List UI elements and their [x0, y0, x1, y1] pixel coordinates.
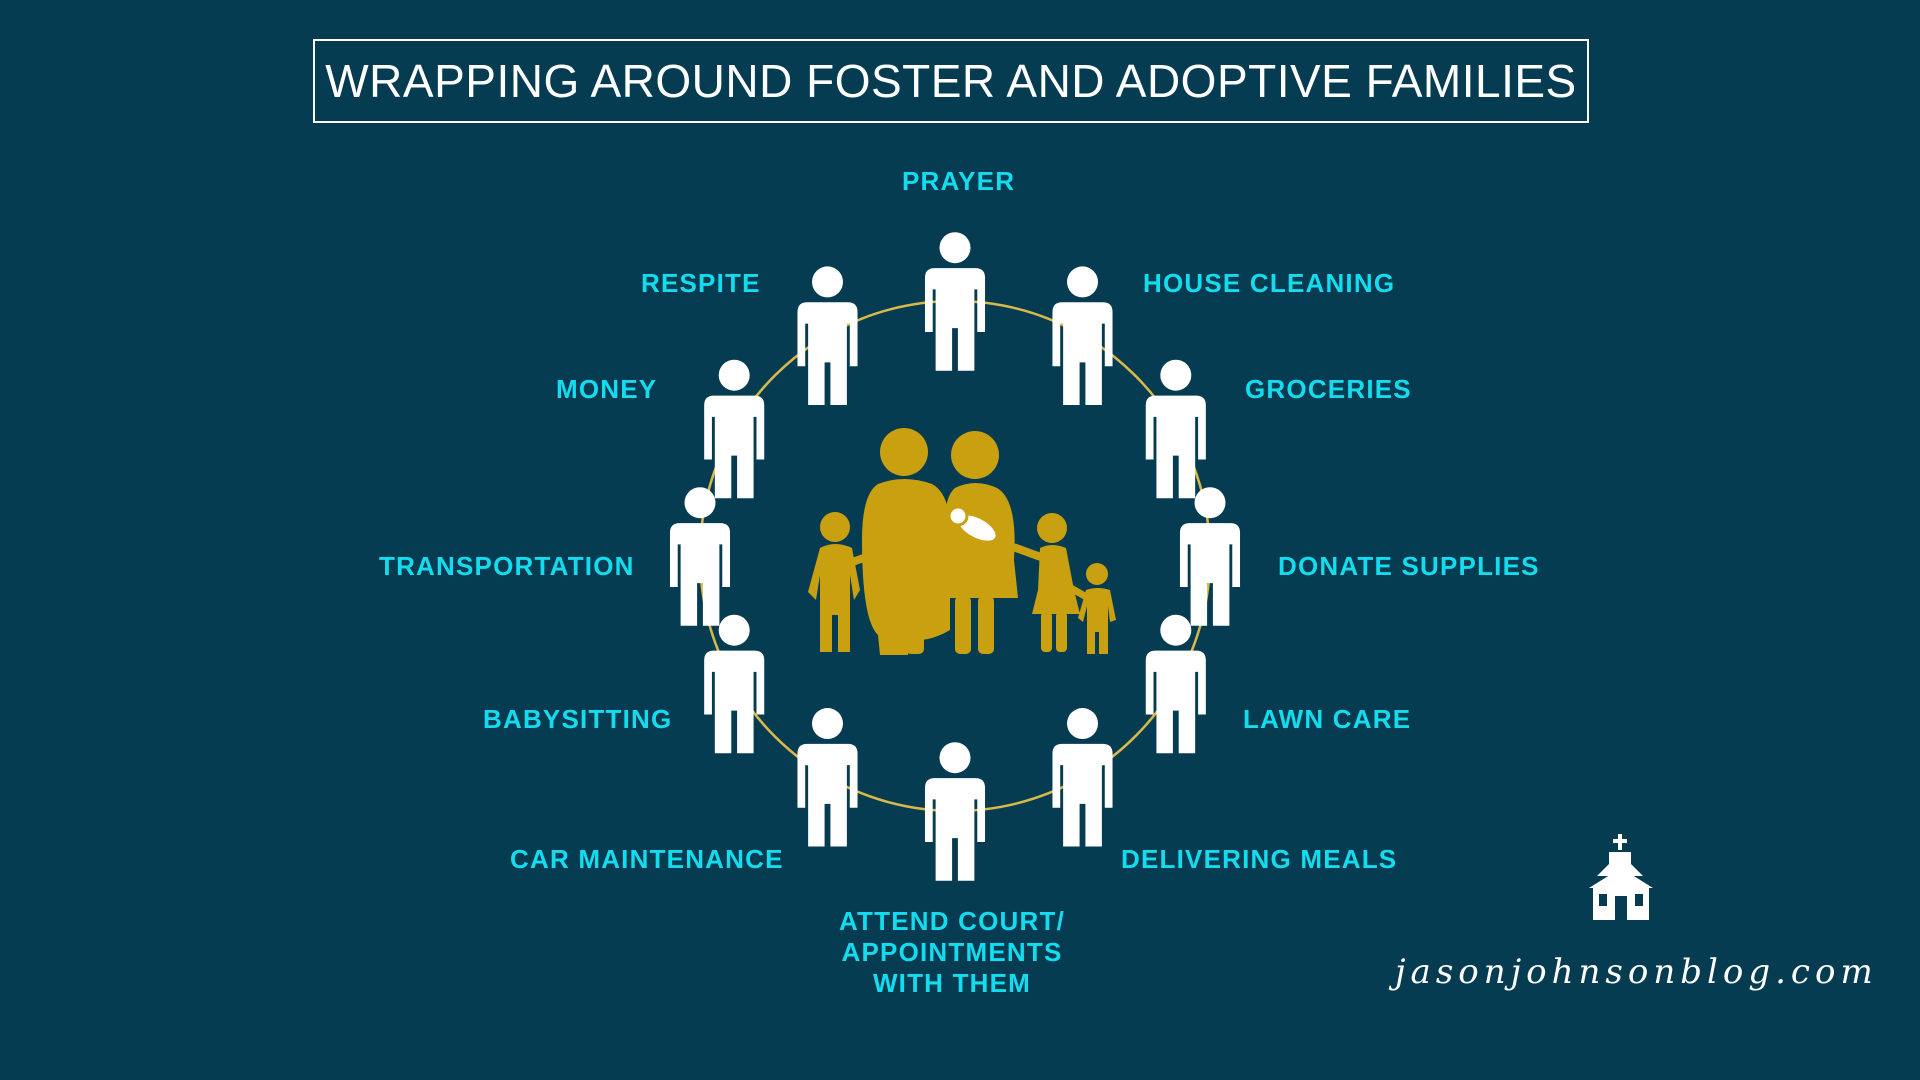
title-box: WRAPPING AROUND FOSTER AND ADOPTIVE FAMI… [313, 39, 1589, 123]
page-title: WRAPPING AROUND FOSTER AND ADOPTIVE FAMI… [325, 55, 1577, 107]
label-donate-supplies: DONATE SUPPLIES [1278, 551, 1540, 581]
label-attend-court: ATTEND COURT/ APPOINTMENTS WITH THEM [812, 906, 1092, 999]
label-prayer: PRAYER [902, 166, 1016, 196]
label-respite: RESPITE [641, 268, 761, 298]
person-icon [797, 266, 858, 405]
person-icon [1179, 487, 1241, 626]
person-icon [1052, 708, 1113, 847]
person-icon [797, 708, 858, 847]
person-icon [924, 742, 986, 881]
label-attend-court-line1: ATTEND COURT/ [839, 906, 1065, 936]
label-house-cleaning: HOUSE CLEANING [1143, 268, 1396, 298]
label-attend-court-line3: WITH THEM [872, 968, 1032, 998]
label-transportation: TRANSPORTATION [379, 551, 635, 581]
label-lawn-care: LAWN CARE [1243, 704, 1412, 734]
label-money: MONEY [556, 374, 658, 404]
label-attend-court-line2: APPOINTMENTS [841, 937, 1063, 967]
label-babysitting: BABYSITTING [483, 704, 673, 734]
family-icon [808, 428, 1116, 655]
baby-icon [947, 505, 999, 544]
label-groceries: GROCERIES [1245, 374, 1412, 404]
person-icon [1052, 266, 1113, 405]
label-delivering-meals: DELIVERING MEALS [1121, 844, 1398, 874]
website-watermark: jasonjohnsonblog.com [1395, 952, 1878, 992]
label-car-maintenance: CAR MAINTENANCE [510, 844, 784, 874]
person-icon [669, 487, 731, 626]
church-icon [1589, 834, 1653, 920]
